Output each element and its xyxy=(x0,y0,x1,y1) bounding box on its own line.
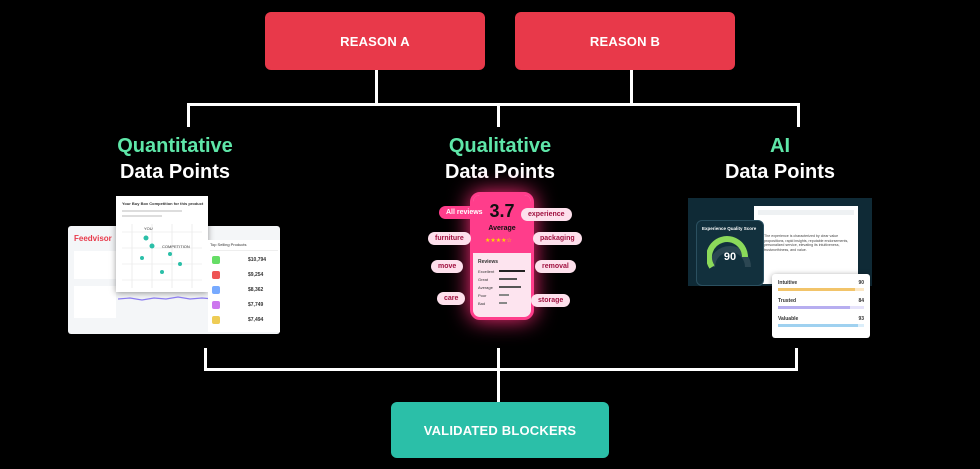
connector-top-center-drop xyxy=(497,103,500,127)
review-row-label: Great xyxy=(478,277,489,282)
connector-bottom-left-rise xyxy=(204,348,207,370)
metrics-card: Intuitive 90 Trusted 84 Valuable 93 xyxy=(772,274,870,338)
pill-experience: experience xyxy=(521,208,572,221)
product-thumb xyxy=(212,316,220,324)
score-value: 3.7 xyxy=(489,201,515,221)
reason-b-box: REASON B xyxy=(515,12,735,70)
trend-line xyxy=(118,296,214,301)
connector-reason-b xyxy=(630,70,633,104)
connector-bottom-horizontal xyxy=(204,368,798,371)
metric-value: 93 xyxy=(858,316,864,322)
review-bar xyxy=(499,294,509,296)
top-selling-table: Top Selling Products $10,794 $9,254 $8,3… xyxy=(208,240,280,332)
reason-a-label: REASON A xyxy=(340,33,410,49)
competition-label: COMPETITION xyxy=(162,244,190,249)
star-rating-icon: ★★★★☆ xyxy=(485,238,512,244)
product-thumb xyxy=(212,286,220,294)
ai-panel: The experience is characterized by clear… xyxy=(754,206,858,284)
product-thumb xyxy=(212,271,220,279)
reviews-header: Reviews xyxy=(478,259,499,265)
review-row-label: Poor xyxy=(478,293,487,298)
qualitative-reviews-image: 3.7 Average ★★★★☆ Reviews Excellent Grea… xyxy=(425,192,582,322)
reason-a-box: REASON A xyxy=(265,12,485,70)
gauge-card: Experience Quality Score 90 xyxy=(696,220,764,286)
ai-tab-bar xyxy=(758,210,854,215)
table-title: Top Selling Products xyxy=(210,242,247,247)
ai-description: The experience is characterized by clear… xyxy=(764,234,849,252)
gauge-value: 90 xyxy=(723,251,737,263)
metric-label: Trusted xyxy=(778,298,797,304)
popup-title: Your Buy Box Competition for this produc… xyxy=(122,201,204,206)
validated-blockers-label: VALIDATED BLOCKERS xyxy=(423,422,577,438)
metric-fill xyxy=(778,324,858,327)
metric-track xyxy=(778,324,864,327)
pill-furniture: furniture xyxy=(428,232,471,245)
popup-rule xyxy=(122,215,162,217)
quantitative-dashboard-image: Feedvisor Your Buy Box Competition for t… xyxy=(68,196,280,334)
product-thumb xyxy=(212,301,220,309)
gauge-title: Experience Quality Score xyxy=(702,226,757,231)
pill-all-reviews: All reviews xyxy=(439,206,490,219)
metric-fill xyxy=(778,288,856,291)
scatter-grid xyxy=(122,224,202,288)
metric-fill xyxy=(778,306,851,309)
qualitative-main: Data Points xyxy=(444,161,556,183)
review-row-label: Bad xyxy=(478,301,486,306)
pill-storage: storage xyxy=(531,294,571,307)
ai-score-image: The experience is characterized by clear… xyxy=(688,198,872,338)
connector-top-right-drop xyxy=(797,103,800,127)
review-bar xyxy=(499,278,517,280)
connector-bottom-center xyxy=(497,348,500,402)
score-label: Average xyxy=(488,225,516,232)
pill-packaging: packaging xyxy=(533,232,582,245)
product-thumb xyxy=(212,256,220,264)
validated-blockers-box: VALIDATED BLOCKERS xyxy=(391,402,609,458)
table-divider xyxy=(210,250,278,251)
metric-track xyxy=(778,288,864,291)
metric-label: Valuable xyxy=(778,316,799,322)
connector-top-horizontal xyxy=(187,103,799,106)
you-label: YOU xyxy=(144,226,153,231)
metric-label: Intuitive xyxy=(778,280,798,286)
buy-box-popup: Your Buy Box Competition for this produc… xyxy=(116,196,208,292)
connector-reason-a xyxy=(375,70,378,104)
feedvisor-logo: Feedvisor xyxy=(74,234,112,243)
connector-top-left-drop xyxy=(187,103,190,127)
price-cell: $10,794 xyxy=(248,257,267,263)
ai-accent: AI xyxy=(770,135,790,157)
score-panel xyxy=(473,195,531,253)
quantitative-title: Quantitative Data Points xyxy=(90,133,260,185)
qualitative-accent: Qualitative xyxy=(448,135,552,157)
reason-b-label: REASON B xyxy=(589,33,661,49)
quantitative-accent: Quantitative xyxy=(117,135,233,157)
quantitative-main: Data Points xyxy=(119,161,231,183)
price-cell: $9,254 xyxy=(248,272,264,278)
pricing-card xyxy=(74,286,116,318)
review-bar xyxy=(499,270,525,272)
metric-track xyxy=(778,306,864,309)
metric-value: 84 xyxy=(858,298,864,304)
review-row-label: Excellent xyxy=(478,269,495,274)
review-bar xyxy=(499,302,507,304)
gauge-icon xyxy=(707,236,751,269)
popup-rule xyxy=(122,210,182,212)
ai-title: AI Data Points xyxy=(695,133,865,185)
stat-card xyxy=(74,251,116,279)
price-cell: $8,362 xyxy=(248,287,264,293)
pill-move: move xyxy=(431,260,464,273)
connector-bottom-right-rise xyxy=(795,348,798,370)
review-bar xyxy=(499,286,521,288)
pill-removal: removal xyxy=(535,260,576,273)
review-row-label: Average xyxy=(478,285,493,290)
price-cell: $7,494 xyxy=(248,317,264,323)
price-cell: $7,749 xyxy=(248,302,264,308)
metric-value: 90 xyxy=(858,280,864,286)
pill-care: care xyxy=(437,292,466,305)
qualitative-title: Qualitative Data Points xyxy=(415,133,585,185)
ai-main: Data Points xyxy=(724,161,836,183)
